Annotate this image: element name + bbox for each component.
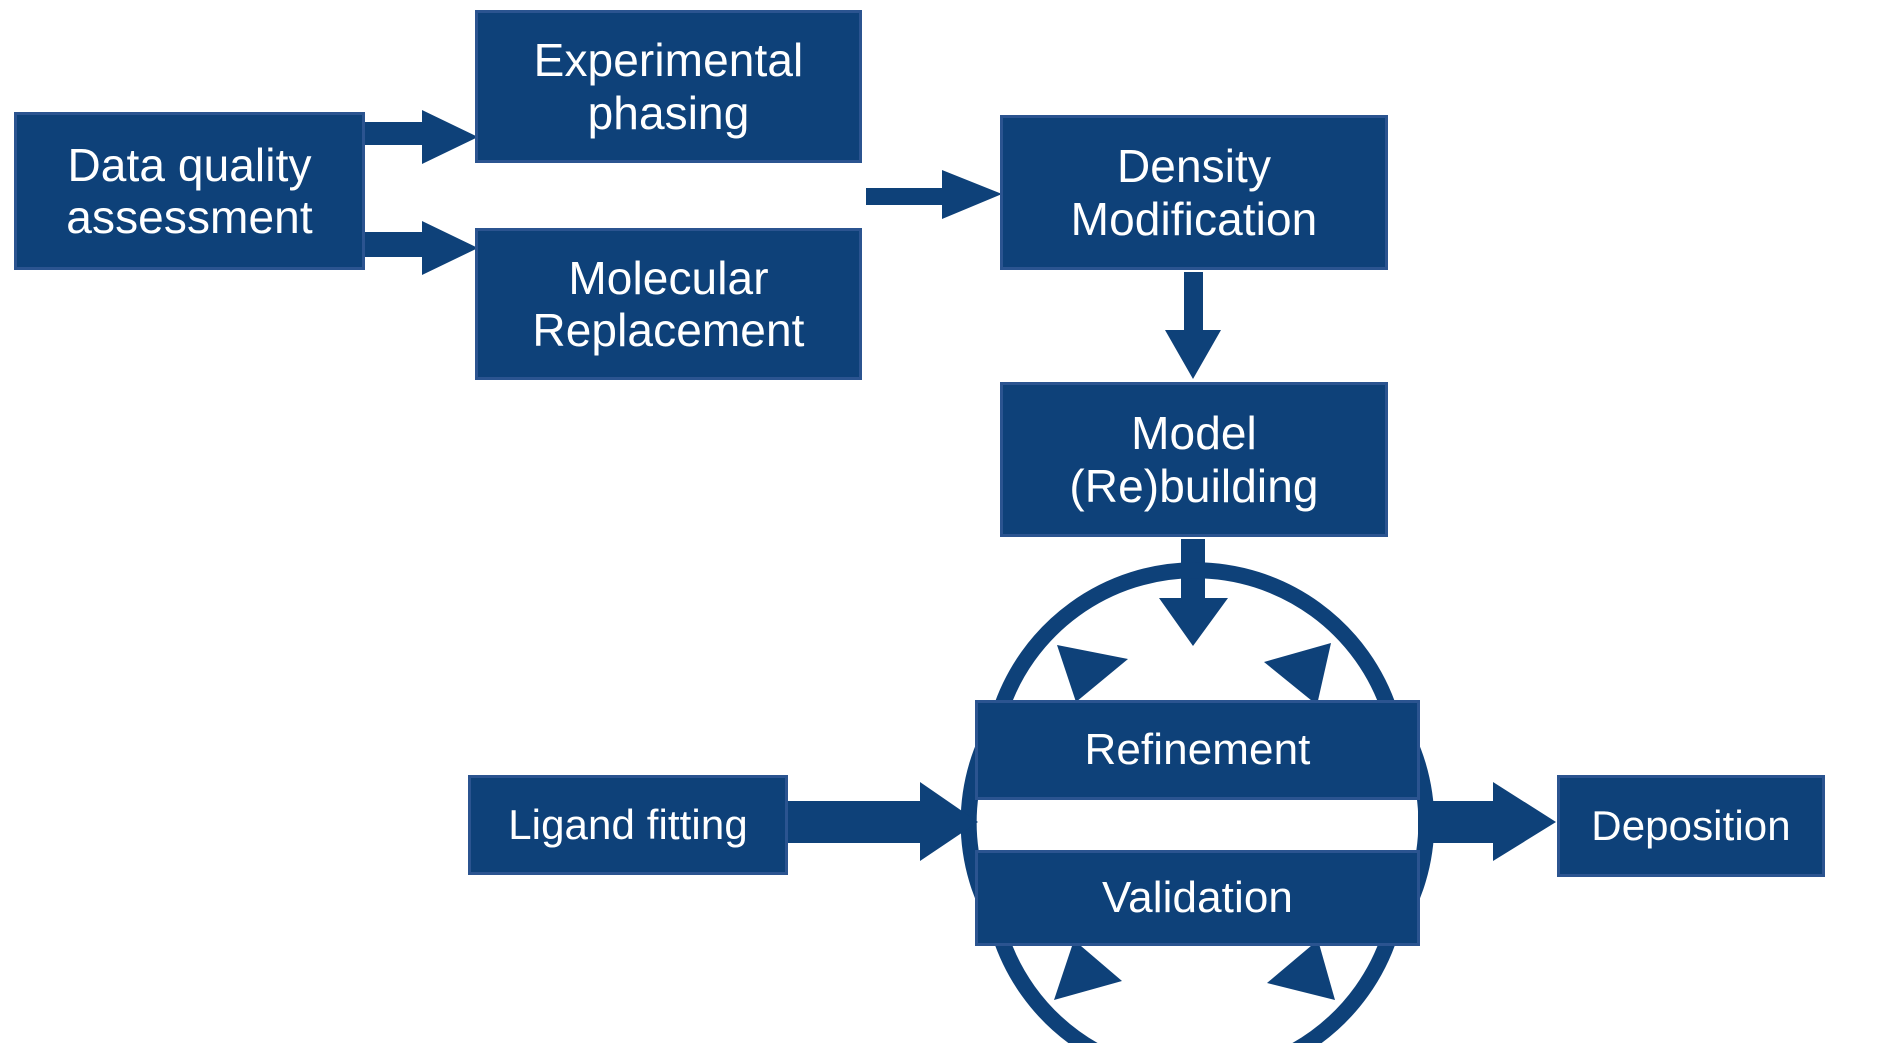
arrow-ligand-fitting-to-cycle (788, 782, 978, 861)
node-label: Molecular Replacement (532, 251, 805, 356)
node-data-quality-assessment[interactable]: Data quality assessment (14, 112, 365, 270)
node-model-rebuilding[interactable]: Model (Re)building (1000, 382, 1388, 537)
arrow-model-rebuild-to-cycle (1159, 539, 1228, 646)
node-experimental-phasing[interactable]: Experimental phasing (475, 10, 862, 163)
node-label: Deposition (1591, 802, 1791, 850)
node-label: Ligand fitting (508, 801, 748, 849)
arrow-data-quality-to-exp-phasing (365, 110, 478, 164)
arrow-cycle-to-deposition (1418, 782, 1556, 861)
node-label: Data quality assessment (66, 138, 313, 243)
arrow-phasing-to-density-mod (866, 170, 1002, 219)
node-ligand-fitting[interactable]: Ligand fitting (468, 775, 788, 875)
node-label: Model (Re)building (1069, 407, 1319, 512)
node-deposition[interactable]: Deposition (1557, 775, 1825, 877)
node-label: Refinement (1084, 724, 1311, 774)
node-label: Validation (1102, 872, 1293, 922)
node-refinement[interactable]: Refinement (975, 700, 1420, 800)
node-density-modification[interactable]: Density Modification (1000, 115, 1388, 270)
node-label: Density Modification (1070, 140, 1318, 245)
node-molecular-replacement[interactable]: Molecular Replacement (475, 228, 862, 380)
arrow-density-mod-to-model-rebuild (1165, 272, 1221, 379)
node-label: Experimental phasing (533, 34, 804, 139)
arrow-data-quality-to-mol-replacement (365, 221, 478, 275)
node-validation[interactable]: Validation (975, 850, 1420, 946)
